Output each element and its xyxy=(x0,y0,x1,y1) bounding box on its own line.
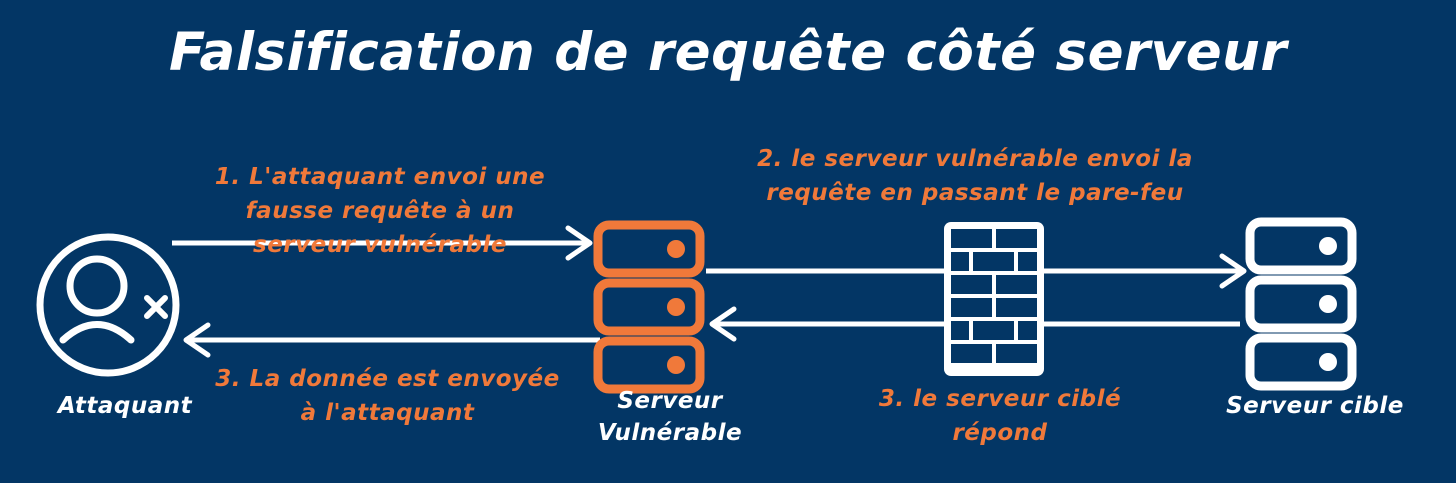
step-3-target-line-1: 3. le serveur ciblé xyxy=(878,386,1122,412)
step-2-label: 2. le serveur vulnérable envoi la requêt… xyxy=(720,142,1230,210)
step-2-line-1: 2. le serveur vulnérable envoi la xyxy=(757,146,1193,172)
server-stack-icon-target xyxy=(1245,217,1357,391)
arrow-step-3-attacker xyxy=(183,322,600,358)
node-label-vulnerable-server-line-1: Serveur xyxy=(617,388,723,414)
step-3-attacker-line-1: 3. La donnée est envoyée xyxy=(215,366,560,392)
arrow-step-1 xyxy=(172,225,593,261)
step-1-line-2: fausse requête à un xyxy=(245,198,515,224)
firewall-brick-wall-icon xyxy=(944,222,1044,376)
server-stack-icon-vulnerable xyxy=(593,220,705,394)
step-3-attacker-line-2: à l'attaquant xyxy=(300,400,475,426)
user-circle-x-icon xyxy=(36,233,180,377)
step-3-target-label: 3. le serveur ciblé répond xyxy=(840,382,1160,450)
node-label-attacker: Attaquant xyxy=(57,393,193,419)
step-1-line-3: serveur vulnérable xyxy=(253,232,507,258)
step-2-line-2: requête en passant le pare-feu xyxy=(766,180,1184,206)
step-3-attacker-label: 3. La donnée est envoyée à l'attaquant xyxy=(190,362,585,430)
node-label-vulnerable-server-line-2: Vulnérable xyxy=(597,420,743,446)
node-label-target-server: Serveur cible xyxy=(1226,393,1404,419)
step-1-line-1: 1. L'attaquant envoi une xyxy=(214,164,546,190)
step-3-target-line-2: répond xyxy=(952,420,1048,446)
step-1-label: 1. L'attaquant envoi une fausse requête … xyxy=(170,160,590,262)
page-title: Falsification de requête côté serveur xyxy=(168,22,1288,83)
node-label-vulnerable-server: Serveur Vulnérable xyxy=(555,385,785,449)
